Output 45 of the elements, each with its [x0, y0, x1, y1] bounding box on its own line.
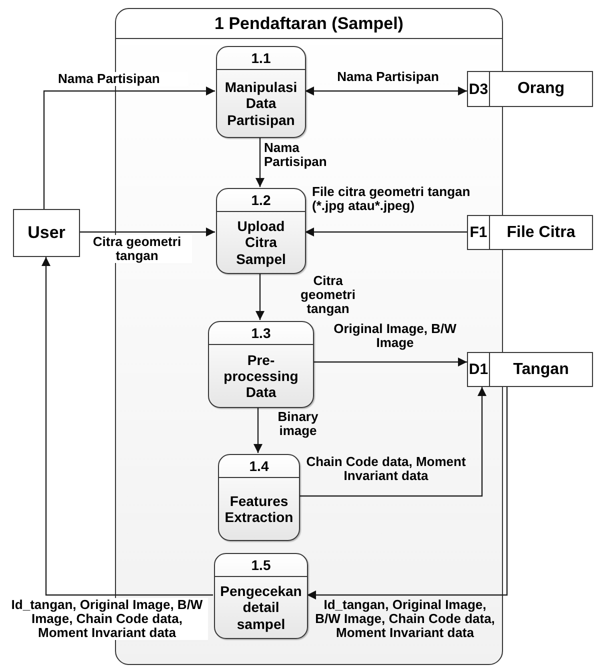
process-number: 1.5 — [215, 554, 307, 577]
arrow — [305, 86, 467, 96]
process-number: 1.2 — [217, 189, 305, 212]
edge-label: Nama Partisipan — [264, 141, 328, 169]
edge-label: Id_tangan, Original Image, B/W Image, Chain Code data, Moment Invariant data — [314, 598, 496, 640]
edge-label: Citra geometri tangan — [300, 274, 356, 316]
edge-label: Chain Code data, Moment Invariant data — [305, 455, 467, 483]
edge-label: File citra geometri tangan (*.jpg atau*.jpeg) — [312, 185, 472, 213]
process-name: Manipulasi Data Partisipan — [224, 78, 298, 130]
store-name: Orang — [516, 79, 566, 99]
process-name: Pengecekan detail sampel — [219, 582, 303, 634]
store-id: F1 — [468, 216, 490, 249]
process-box — [216, 188, 306, 274]
store-id: D3 — [468, 72, 490, 106]
arrow — [313, 358, 467, 366]
arrow — [256, 137, 264, 187]
process-box — [218, 454, 300, 541]
process-box — [214, 553, 308, 639]
arrow — [80, 228, 215, 236]
process-box — [208, 321, 314, 408]
external-entity-box: User — [13, 209, 80, 257]
process-number: 1.1 — [217, 47, 305, 70]
arrow — [254, 407, 262, 453]
group-title: 1 Pendaftaran (Sampel) — [116, 9, 502, 39]
arrow — [256, 273, 264, 320]
arrow — [299, 387, 486, 497]
data-store-box — [467, 352, 593, 387]
process-box — [216, 46, 306, 138]
data-store-box — [467, 215, 593, 250]
arrow — [42, 257, 213, 596]
edge-label: Binary image — [276, 410, 320, 438]
process-name: Upload Citra Sampel — [235, 217, 287, 269]
process-name: Features Extraction — [224, 492, 294, 527]
process-number: 1.3 — [209, 322, 313, 345]
store-id: D1 — [468, 353, 490, 386]
process-number: 1.4 — [219, 455, 299, 478]
arrow — [305, 228, 467, 236]
store-name: Tangan — [512, 360, 570, 380]
process-name: Pre-processing Data — [222, 350, 300, 402]
data-store-box — [467, 71, 593, 107]
edge-label: Original Image, B/W Image — [332, 322, 458, 350]
edge-label: Nama Partisipan — [336, 70, 440, 84]
arrow — [43, 86, 215, 209]
store-name: File Citra — [506, 222, 576, 242]
arrow — [307, 387, 508, 600]
